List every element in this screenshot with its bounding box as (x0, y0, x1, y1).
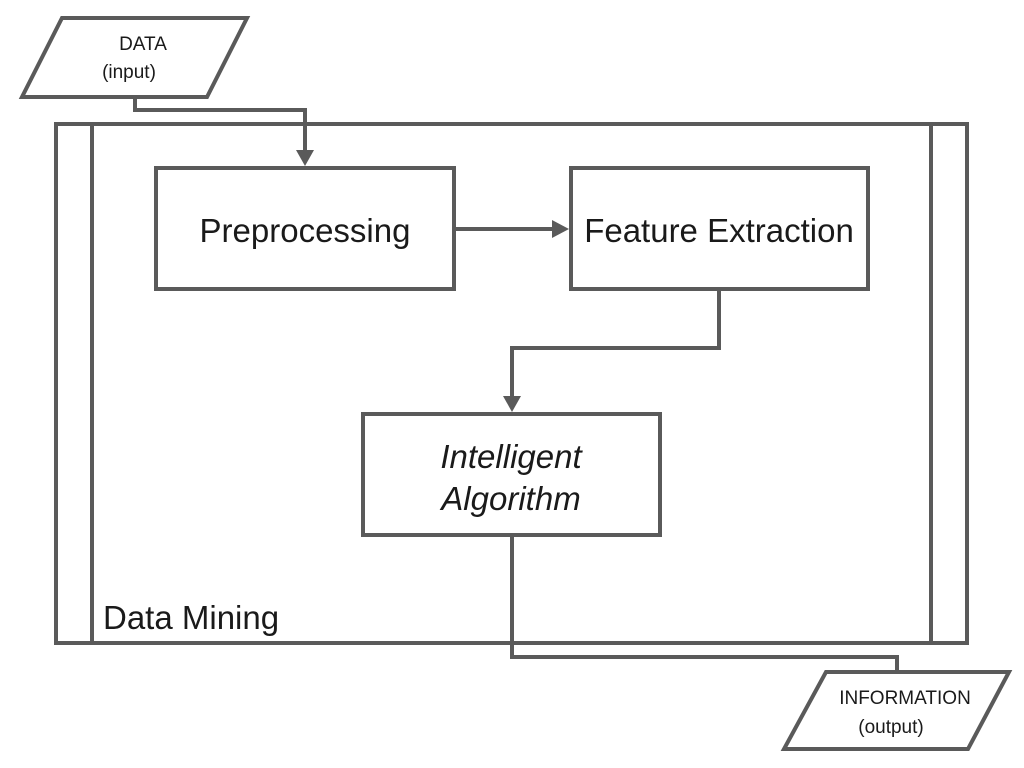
connector-input-to-preprocessing (133, 95, 314, 166)
arrowhead-icon (503, 396, 521, 412)
feature-extraction-node: Feature Extraction (569, 166, 870, 291)
preprocessing-node: Preprocessing (154, 166, 456, 291)
feature-extraction-label: Feature Extraction (584, 212, 854, 249)
output-label: INFORMATION (839, 688, 971, 709)
container-label: Data Mining (103, 599, 279, 636)
information-output-node: INFORMATION (output) (780, 670, 1013, 751)
intelligent-algorithm-node: Intelligent Algorithm (361, 412, 662, 537)
connector-feature-extraction-to-algorithm (503, 290, 721, 412)
arrowhead-icon (552, 220, 569, 238)
algorithm-label-line2: Algorithm (439, 480, 580, 517)
data-input-node: DATA (input) (18, 16, 251, 99)
input-label: DATA (119, 34, 167, 55)
arrowhead-icon (296, 150, 314, 166)
preprocessing-label: Preprocessing (200, 212, 411, 249)
output-sublabel: (output) (858, 717, 923, 738)
connector-algorithm-to-output (510, 537, 899, 672)
connector-preprocessing-to-feature-extraction (454, 220, 569, 238)
input-sublabel: (input) (102, 62, 156, 83)
algorithm-label-line1: Intelligent (440, 438, 583, 475)
